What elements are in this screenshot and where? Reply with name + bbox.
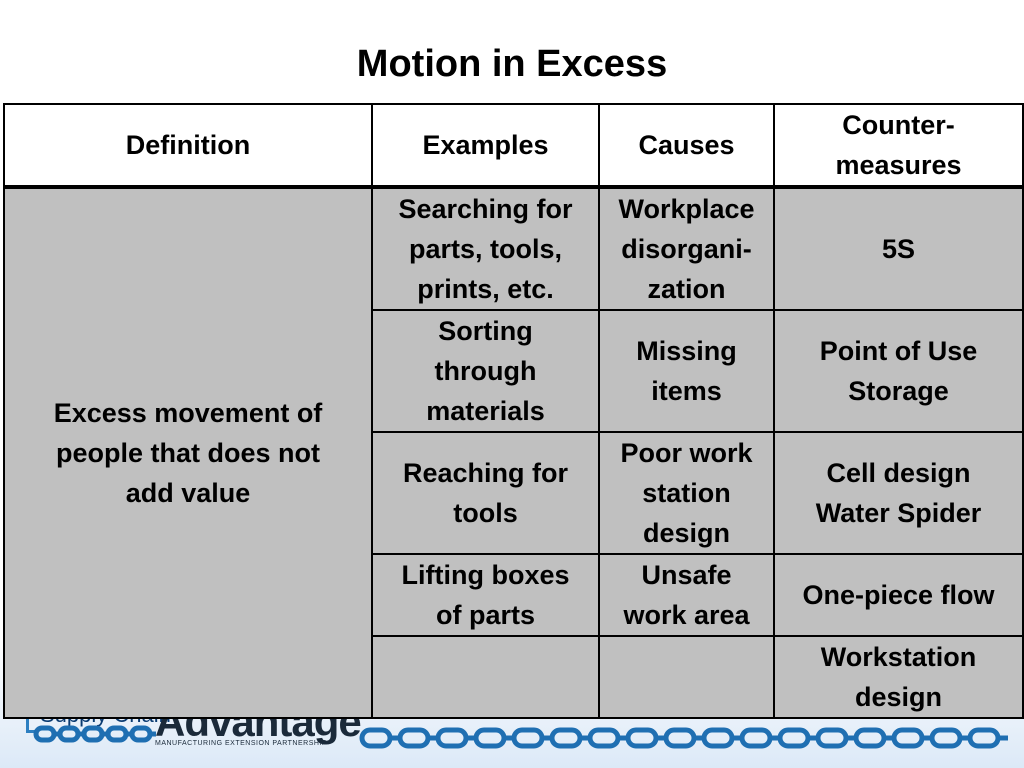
- chain-link: [625, 727, 659, 749]
- chain-link: [701, 727, 735, 749]
- chain-link: [129, 725, 153, 743]
- table-row: Excess movement of people that does not …: [3, 186, 1024, 719]
- header-definition: Definition: [3, 103, 373, 188]
- chain-link: [435, 727, 469, 749]
- countermeasure-cell: Workstation design: [773, 635, 1024, 719]
- chain-link: [815, 727, 849, 749]
- example-cell: Reaching for tools: [371, 431, 600, 555]
- chain-link: [359, 727, 393, 749]
- chain-link: [739, 727, 773, 749]
- chain-link: [473, 727, 507, 749]
- chain-link: [511, 727, 545, 749]
- table-header-row: Definition Examples Causes Counter- meas…: [3, 103, 1024, 188]
- chain-link: [33, 725, 57, 743]
- table-row: Workstation design: [4, 635, 1024, 719]
- slide-title: Motion in Excess: [356, 43, 668, 85]
- chain-link: [549, 727, 583, 749]
- example-cell: Searching for parts, tools, prints, etc.: [371, 186, 600, 311]
- chain-link: [57, 725, 81, 743]
- chain-link: [853, 727, 887, 749]
- chain-link: [929, 727, 963, 749]
- countermeasure-cell: Cell design Water Spider: [773, 431, 1024, 555]
- countermeasure-cell: Point of Use Storage: [773, 309, 1024, 433]
- chain-links-icon: [33, 725, 1008, 749]
- cause-cell: Poor work station design: [598, 431, 775, 555]
- chain-link: [891, 727, 925, 749]
- table-row: Sorting through materials Missing items …: [4, 309, 1024, 433]
- definition-cell: Excess movement of people that does not …: [3, 186, 373, 719]
- example-cell: [371, 635, 600, 719]
- chain-link: [967, 727, 1001, 749]
- chain-link: [587, 727, 621, 749]
- chain-link: [105, 725, 129, 743]
- table-row: Reaching for tools Poor work station des…: [4, 431, 1024, 555]
- cause-cell: [598, 635, 775, 719]
- countermeasure-cell: One-piece flow: [773, 553, 1024, 637]
- cause-cell: Unsafe work area: [598, 553, 775, 637]
- logo-tagline: MANUFACTURING EXTENSION PARTNERSHIP: [155, 740, 328, 747]
- chain-link: [81, 725, 105, 743]
- countermeasure-cell: 5S: [773, 186, 1024, 311]
- chain-link: [397, 727, 431, 749]
- chain-link: [777, 727, 811, 749]
- header-countermeasures: Counter- measures: [773, 103, 1024, 188]
- motion-waste-table: Definition Examples Causes Counter- meas…: [3, 103, 1024, 719]
- logo-bracket-icon: [26, 708, 37, 733]
- header-causes: Causes: [598, 103, 775, 188]
- example-cell: Sorting through materials: [371, 309, 600, 433]
- example-cell: Lifting boxes of parts: [371, 553, 600, 637]
- cause-cell: Missing items: [598, 309, 775, 433]
- chain-link: [663, 727, 697, 749]
- table-row: Lifting boxes of parts Unsafe work area …: [4, 553, 1024, 637]
- cause-cell: Workplace disorgani- zation: [598, 186, 775, 311]
- header-examples: Examples: [371, 103, 600, 188]
